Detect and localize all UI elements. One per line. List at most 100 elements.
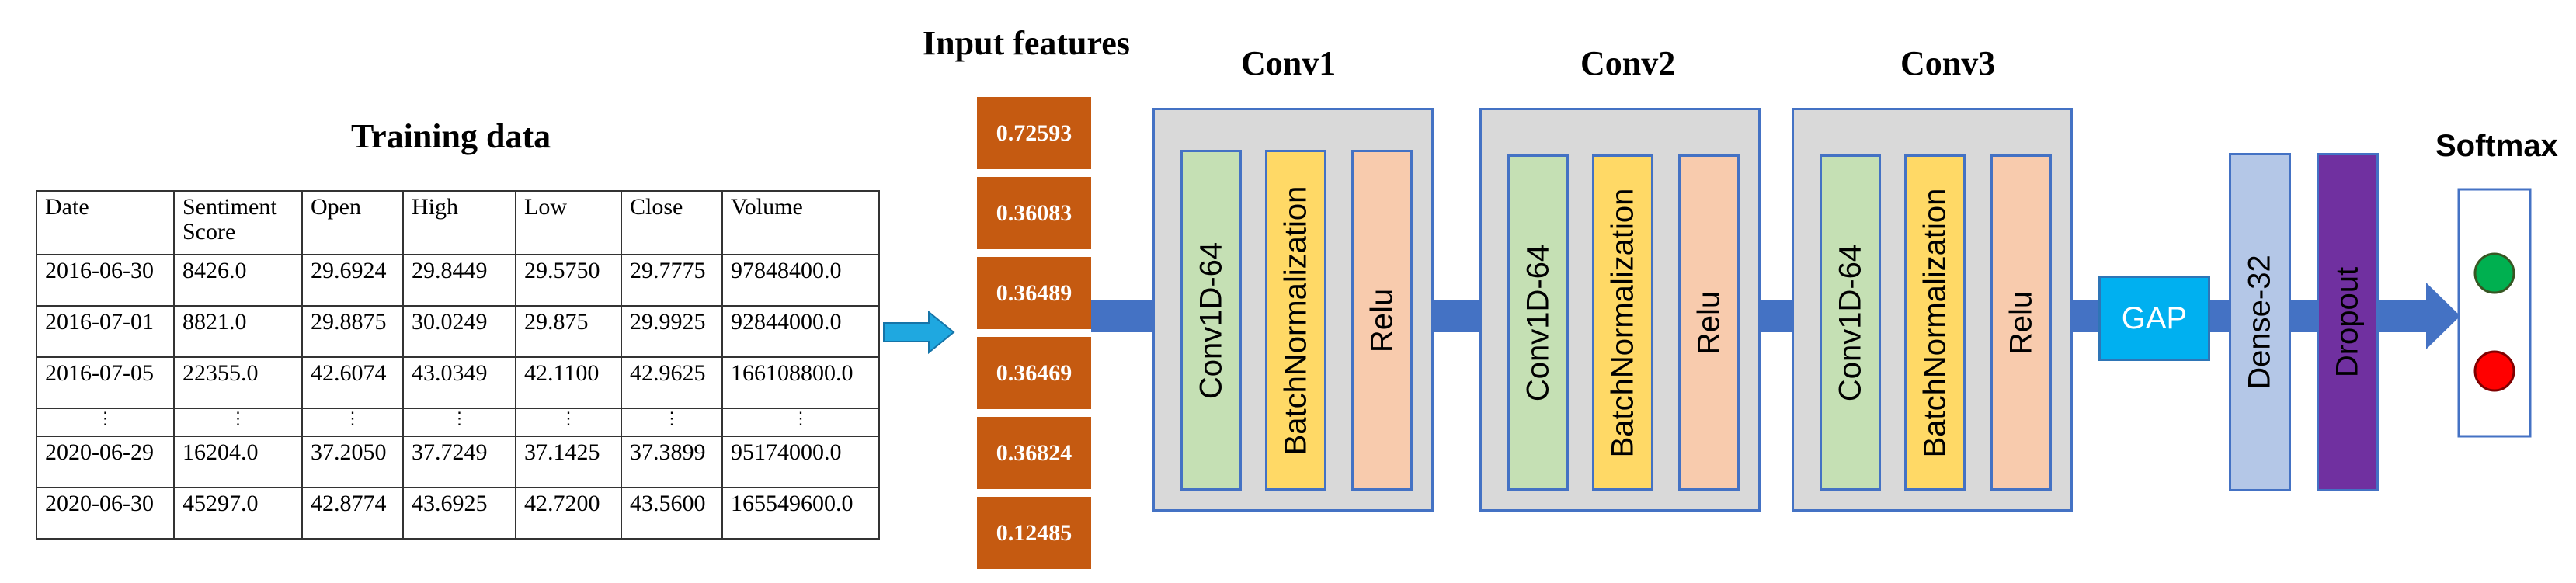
batchnorm-label: BatchNormalization bbox=[1605, 188, 1639, 457]
table-cell: 42.1100 bbox=[515, 356, 622, 409]
dropout-label: Dropout bbox=[2330, 266, 2365, 378]
table-cell: 2016-07-01 bbox=[36, 305, 175, 358]
relu-label: Relu bbox=[2004, 290, 2038, 355]
batchnorm-layer: BatchNormalization bbox=[1265, 150, 1326, 491]
ellipsis-cell: ⋮ bbox=[402, 408, 516, 437]
table-cell: 29.5750 bbox=[515, 254, 622, 307]
table-row: 2016-06-30 8426.0 29.6924 29.8449 29.575… bbox=[36, 254, 880, 307]
table-cell: 42.7200 bbox=[515, 487, 622, 540]
table-header-cell: Volume bbox=[721, 190, 880, 255]
connector-arrow bbox=[2070, 300, 2100, 332]
table-cell: 30.0249 bbox=[402, 305, 516, 358]
ellipsis-cell: ⋮ bbox=[173, 408, 303, 437]
table-header-cell: Date bbox=[36, 190, 175, 255]
table-cell: 43.6925 bbox=[402, 487, 516, 540]
header-sentiment-line1: Sentiment bbox=[183, 194, 277, 220]
conv3-block: Conv1D-64 BatchNormalization Relu bbox=[1792, 108, 2073, 512]
conv1d-label: Conv1D-64 bbox=[1833, 244, 1867, 401]
ellipsis-cell: ⋮ bbox=[621, 408, 723, 437]
input-feature-box: 0.36824 bbox=[977, 417, 1091, 489]
table-cell: 8426.0 bbox=[173, 254, 303, 307]
table-cell: 37.7249 bbox=[402, 436, 516, 488]
table-header-cell: Close bbox=[621, 190, 723, 255]
output-arrow bbox=[2377, 283, 2460, 349]
table-ellipsis-row: ⋮ ⋮ ⋮ ⋮ ⋮ ⋮ ⋮ bbox=[36, 408, 880, 437]
table-header-cell: High bbox=[402, 190, 516, 255]
relu-layer: Relu bbox=[1990, 154, 2052, 491]
conv1d-layer: Conv1D-64 bbox=[1507, 154, 1569, 491]
input-feature-box: 0.12485 bbox=[977, 497, 1091, 569]
table-cell: 165549600.0 bbox=[721, 487, 880, 540]
conv3-title: Conv3 bbox=[1900, 44, 1996, 82]
ellipsis-cell: ⋮ bbox=[301, 408, 404, 437]
softmax-box bbox=[2457, 188, 2532, 438]
relu-layer: Relu bbox=[1351, 150, 1413, 491]
table-cell: 22355.0 bbox=[173, 356, 303, 409]
table-cell: 29.8449 bbox=[402, 254, 516, 307]
table-cell: 16204.0 bbox=[173, 436, 303, 488]
table-cell: 95174000.0 bbox=[721, 436, 880, 488]
training-data-title: Training data bbox=[351, 117, 551, 155]
table-cell: 37.3899 bbox=[621, 436, 723, 488]
table-cell: 29.9925 bbox=[621, 305, 723, 358]
input-feature-box: 0.72593 bbox=[977, 97, 1091, 169]
batchnorm-label: BatchNormalization bbox=[1917, 188, 1952, 457]
conv1-block: Conv1D-64 BatchNormalization Relu bbox=[1152, 108, 1434, 512]
input-arrow bbox=[883, 310, 955, 355]
input-feature-box: 0.36083 bbox=[977, 177, 1091, 249]
input-feature-box: 0.36469 bbox=[977, 337, 1091, 409]
table-cell: 43.5600 bbox=[621, 487, 723, 540]
batchnorm-layer: BatchNormalization bbox=[1904, 154, 1966, 491]
table-cell: 37.2050 bbox=[301, 436, 404, 488]
table-row: 2020-06-29 16204.0 37.2050 37.7249 37.14… bbox=[36, 436, 880, 488]
relu-layer: Relu bbox=[1678, 154, 1740, 491]
gap-label: GAP bbox=[2121, 300, 2188, 335]
conv1d-layer: Conv1D-64 bbox=[1820, 154, 1881, 491]
ellipsis-cell: ⋮ bbox=[515, 408, 622, 437]
batchnorm-label: BatchNormalization bbox=[1278, 186, 1312, 455]
table-cell: 2016-07-05 bbox=[36, 356, 175, 409]
table-cell: 2020-06-29 bbox=[36, 436, 175, 488]
dropout-layer: Dropout bbox=[2317, 153, 2379, 491]
conv1d-label: Conv1D-64 bbox=[1521, 244, 1555, 401]
table-row: 2016-07-05 22355.0 42.6074 43.0349 42.11… bbox=[36, 356, 880, 409]
output-green-circle bbox=[2473, 252, 2515, 294]
table-cell: 42.6074 bbox=[301, 356, 404, 409]
header-sentiment-line2: Score bbox=[183, 219, 236, 245]
conv1d-layer: Conv1D-64 bbox=[1180, 150, 1242, 491]
table-cell: 42.8774 bbox=[301, 487, 404, 540]
table-header-cell: Open bbox=[301, 190, 404, 255]
connector-arrow bbox=[1091, 300, 1155, 332]
connector-arrow bbox=[1431, 300, 1479, 332]
table-cell: 166108800.0 bbox=[721, 356, 880, 409]
connector-arrow bbox=[2209, 300, 2230, 332]
table-cell: 29.7775 bbox=[621, 254, 723, 307]
table-row: 2020-06-30 45297.0 42.8774 43.6925 42.72… bbox=[36, 487, 880, 540]
table-cell: 45297.0 bbox=[173, 487, 303, 540]
table-header-cell: Low bbox=[515, 190, 622, 255]
conv1d-label: Conv1D-64 bbox=[1194, 241, 1228, 399]
input-feature-box: 0.36489 bbox=[977, 257, 1091, 329]
conv2-title: Conv2 bbox=[1580, 44, 1676, 82]
connector-arrow bbox=[1759, 300, 1792, 332]
table-cell: 92844000.0 bbox=[721, 305, 880, 358]
softmax-title: Softmax bbox=[2435, 129, 2558, 163]
gap-block: GAP bbox=[2098, 276, 2210, 361]
conv1-title: Conv1 bbox=[1241, 44, 1337, 82]
table-cell: 29.875 bbox=[515, 305, 622, 358]
dense-layer: Dense-32 bbox=[2229, 153, 2291, 491]
table-cell: 8821.0 bbox=[173, 305, 303, 358]
table-cell: 2020-06-30 bbox=[36, 487, 175, 540]
table-cell: 42.9625 bbox=[621, 356, 723, 409]
conv2-block: Conv1D-64 BatchNormalization Relu bbox=[1479, 108, 1761, 512]
relu-label: Relu bbox=[1691, 290, 1726, 355]
connector-arrow bbox=[2291, 300, 2317, 332]
output-red-circle bbox=[2473, 350, 2515, 392]
table-cell: 29.8875 bbox=[301, 305, 404, 358]
batchnorm-layer: BatchNormalization bbox=[1592, 154, 1653, 491]
ellipsis-cell: ⋮ bbox=[36, 408, 175, 437]
